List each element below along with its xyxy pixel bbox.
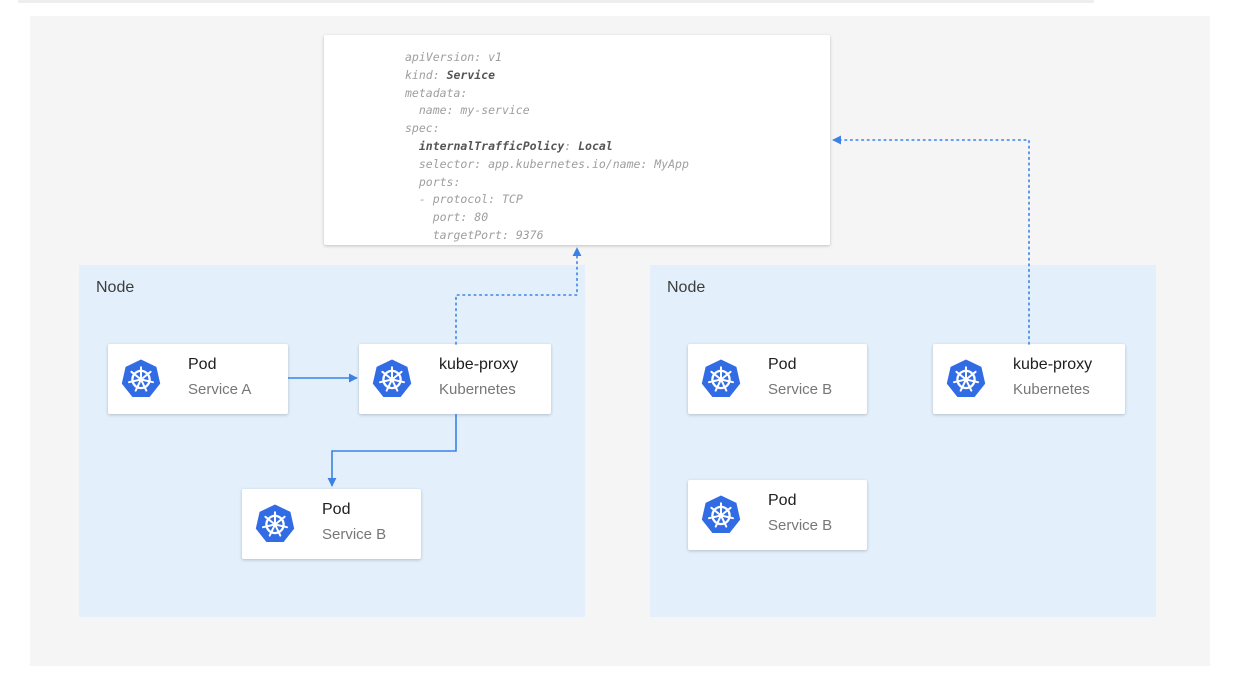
yaml-key: selector [418,156,475,171]
kubernetes-icon [120,358,162,400]
yaml-value: 80 [474,210,489,225]
yaml-value: app.kubernetes.io/name: MyApp [488,156,689,171]
yaml-key: - protocol [418,192,489,207]
yaml-key: port [432,210,461,225]
yaml-key: internalTrafficPolicy [418,138,565,153]
yaml-line: apiVersion: v1 [405,50,502,64]
yaml-line: metadata: [405,85,468,100]
card-title: Pod [188,356,217,373]
card-title: Pod [768,492,797,509]
kube-proxy-left-card: kube-proxy Kubernetes [359,344,551,414]
kube-proxy-right-card: kube-proxy Kubernetes [933,344,1125,414]
card-title: Pod [768,356,797,373]
node-label: Node [96,279,135,296]
yaml-value: 9376 [515,227,544,242]
yaml-key: metadata [405,85,461,100]
card-subtitle: Kubernetes [439,381,516,398]
kubernetes-icon [254,503,296,545]
yaml-value: Local [578,138,613,153]
kubernetes-icon [700,358,742,400]
card-subtitle: Service B [768,381,833,398]
yaml-value: Service [446,67,496,82]
kubernetes-icon [945,358,987,400]
service-manifest-card: apiVersion: v1 kind: Service metadata: nam… [324,35,830,245]
node-label: Node [667,279,706,296]
kubernetes-icon [371,358,413,400]
pod-service-b-left-card: Pod Service B [242,489,421,559]
card-title: Pod [322,501,351,518]
yaml-value: my-service [460,103,530,118]
pod-service-a-card: Pod Service A [108,344,288,414]
yaml-key: name [418,103,447,118]
yaml-line: kind: Service [405,67,496,82]
pod-service-b-right-top-card: Pod Service B [688,344,867,414]
yaml-line: ports: [418,174,461,189]
yaml-key: kind [405,67,433,82]
card-subtitle: Service B [768,517,833,534]
yaml-value: TCP [501,192,523,207]
yaml-line: targetPort: 9376 [432,227,544,242]
yaml-line: selector: app.kubernetes.io/name: MyApp [418,156,689,171]
card-subtitle: Service A [188,381,252,398]
yaml-line: - protocol: TCP [418,192,523,207]
card-subtitle: Service B [322,526,387,543]
yaml-line: port: 80 [432,210,489,225]
yaml-key: ports [418,174,454,189]
yaml-value: v1 [488,50,502,64]
kubernetes-icon [700,494,742,536]
node-left: Node [79,265,585,617]
yaml-key: targetPort [432,227,502,242]
yaml-line: spec: [405,121,440,136]
node-right: Node [650,265,1156,617]
card-title: kube-proxy [1013,356,1093,373]
card-title: kube-proxy [439,356,519,373]
yaml-key: spec [405,121,433,136]
yaml-line: internalTrafficPolicy: Local [418,138,613,153]
pod-service-b-right-bottom-card: Pod Service B [688,480,867,550]
yaml-line: name: my-service [418,103,530,118]
top-divider [18,0,1094,3]
yaml-key: apiVersion [405,50,475,64]
card-subtitle: Kubernetes [1013,381,1090,398]
